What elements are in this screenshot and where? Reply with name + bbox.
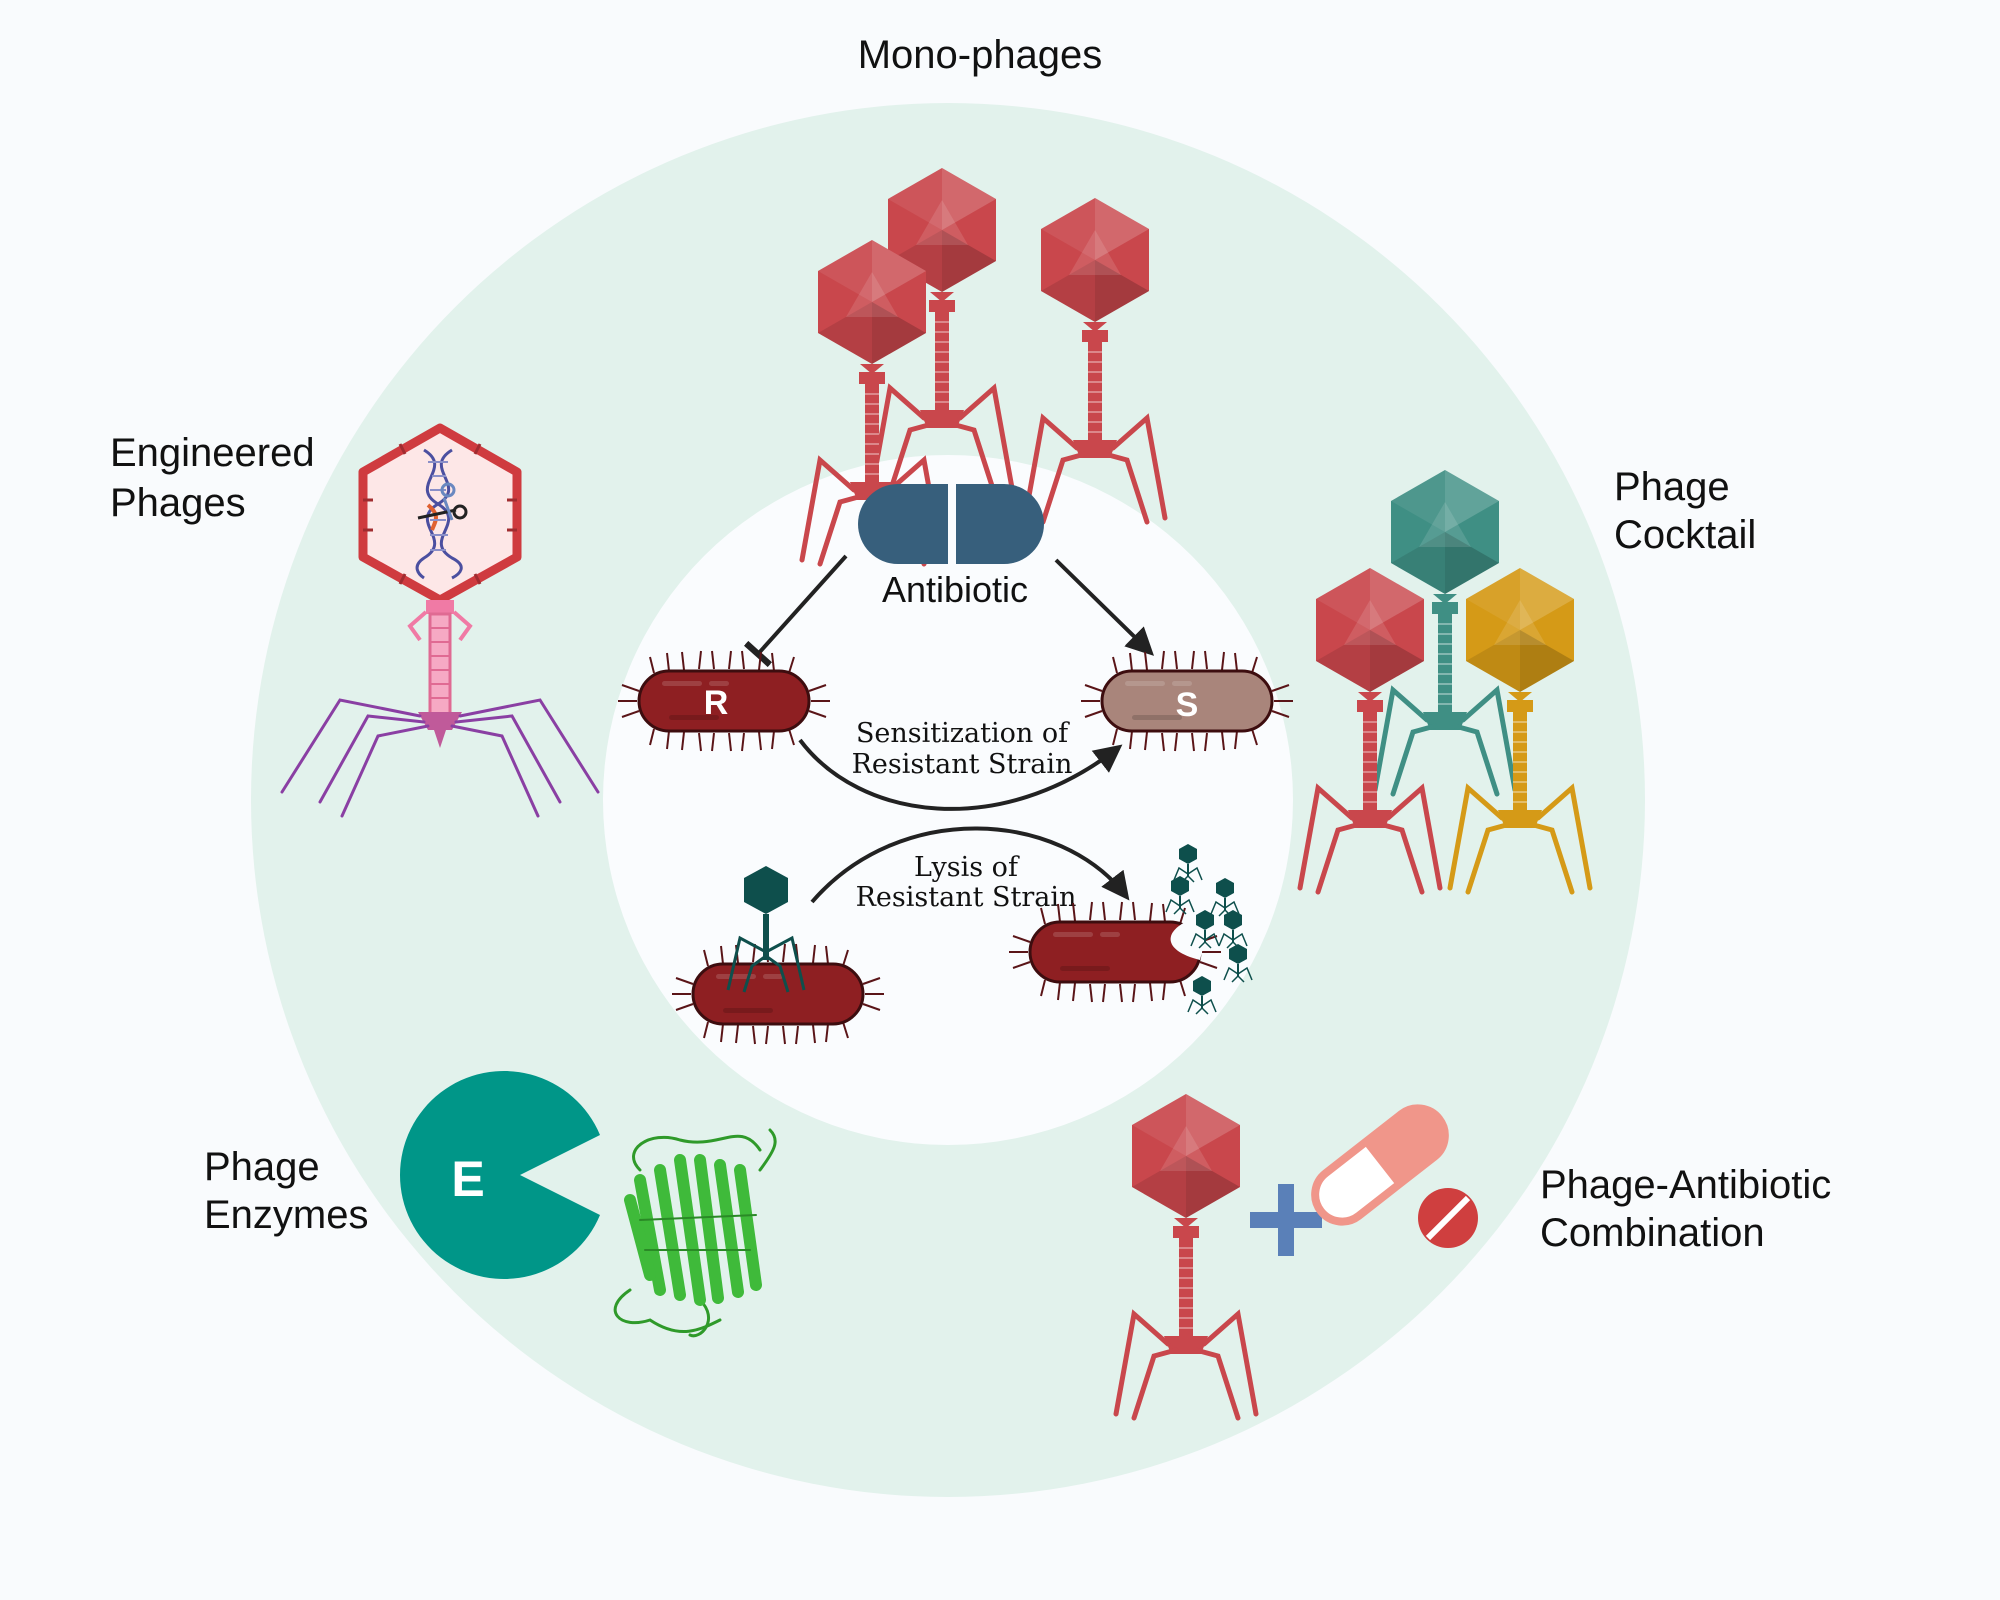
lysis-label-line2: Resistant Strain — [856, 882, 1077, 913]
sensitization-label-line2: Resistant Strain — [852, 749, 1073, 780]
sensitization-label-line1: Sensitization of — [856, 718, 1070, 749]
engineered-phages-label-line1: Engineered — [110, 431, 315, 475]
phage-antibiotic-label-line2: Combination — [1540, 1211, 1765, 1255]
sensitization-arrow — [798, 738, 1123, 811]
phage-icon — [726, 866, 806, 993]
enzyme-marker: E — [451, 1151, 484, 1207]
sensitive-marker: S — [1176, 686, 1199, 724]
engineered-phage-icon — [280, 423, 600, 818]
antibiotic-label: Antibiotic — [882, 569, 1028, 610]
protein-structure-icon — [613, 1128, 777, 1338]
dna-icon — [415, 448, 463, 580]
lysed-bacterium-icon — [1007, 900, 1223, 1004]
pill-capsule-icon — [1311, 1104, 1449, 1226]
phage-cocktail-label-line2: Cocktail — [1614, 513, 1756, 557]
phage-enzymes-label-line2: Enzymes — [204, 1193, 369, 1237]
phage-antibiotic-label-line1: Phage-Antibiotic — [1540, 1163, 1831, 1207]
arrow-to-sensitive — [1054, 558, 1155, 656]
scissors-icon — [417, 482, 468, 521]
inhibition-line — [743, 554, 848, 668]
plus-icon — [1250, 1184, 1322, 1256]
phage-enzymes-label-line1: Phage — [204, 1145, 320, 1189]
antibiotic-capsule-icon — [858, 484, 1044, 564]
lysis-arrow — [810, 826, 1130, 904]
lysis-label-line1: Lysis of — [914, 852, 1020, 883]
enzyme-pacman-icon: E — [400, 1071, 600, 1279]
resistant-marker: R — [704, 684, 729, 722]
tablet-icon — [1418, 1188, 1478, 1248]
phage-cocktail-label-line1: Phage — [1614, 465, 1730, 509]
engineered-phages-label-line2: Phages — [110, 481, 246, 525]
mono-phages-label: Mono-phages — [858, 33, 1103, 77]
